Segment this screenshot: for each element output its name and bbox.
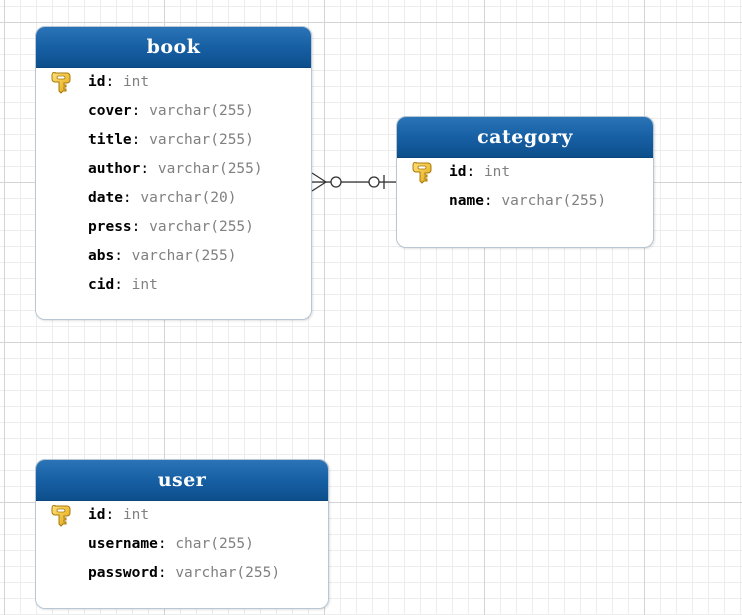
field-separator: :: [157, 536, 176, 552]
field-name: abs: [88, 248, 115, 264]
field-separator: :: [105, 507, 123, 523]
field-name: cover: [88, 103, 132, 119]
field-name: author: [88, 161, 141, 177]
entity-header-category[interactable]: category: [397, 117, 653, 158]
field-separator: :: [140, 161, 158, 177]
field-type: varchar(255): [157, 161, 263, 177]
primary-key-icon: [412, 161, 432, 184]
field-name: date: [88, 190, 123, 206]
field-name: title: [88, 132, 132, 148]
entity-header-user[interactable]: user: [36, 460, 328, 501]
field-type: varchar(255): [175, 565, 281, 581]
field-name: cid: [88, 277, 115, 293]
field-name: press: [88, 219, 132, 235]
book-field-author[interactable]: author: varchar(255): [36, 155, 311, 184]
field-type: int: [122, 74, 150, 90]
primary-key-icon: [51, 71, 71, 94]
field-type: char(255): [175, 536, 254, 552]
field-separator: :: [466, 164, 484, 180]
field-separator: :: [131, 103, 150, 119]
user-field-username[interactable]: username: char(255): [36, 530, 328, 559]
category-field-name[interactable]: name: varchar(255): [397, 187, 653, 216]
entity-header-book[interactable]: book: [36, 27, 311, 68]
field-type: int: [122, 507, 150, 523]
book-field-cover[interactable]: cover: varchar(255): [36, 97, 311, 126]
optional-circle-icon: [368, 176, 380, 188]
field-separator: :: [131, 132, 150, 148]
field-type: varchar(255): [131, 248, 237, 264]
book-field-press[interactable]: press: varchar(255): [36, 213, 311, 242]
field-type: varchar(255): [149, 219, 254, 235]
field-separator: :: [157, 565, 176, 581]
field-separator: :: [122, 190, 141, 206]
book-field-cid[interactable]: cid: int: [36, 271, 311, 300]
field-name: id: [88, 507, 106, 523]
field-type: varchar(20): [140, 190, 237, 206]
book-field-date[interactable]: date: varchar(20): [36, 184, 311, 213]
field-name: username: [88, 536, 158, 552]
field-type: int: [483, 164, 511, 180]
primary-key-icon: [51, 504, 71, 527]
field-type: varchar(255): [501, 193, 607, 209]
field-separator: :: [105, 74, 123, 90]
field-separator: :: [114, 277, 132, 293]
category-field-id[interactable]: id: int: [397, 158, 653, 187]
field-name: password: [88, 565, 158, 581]
field-separator: :: [114, 248, 132, 264]
field-type: varchar(255): [149, 103, 254, 119]
book-field-id[interactable]: id: int: [36, 68, 311, 97]
book-field-abs[interactable]: abs: varchar(255): [36, 242, 311, 271]
book-field-title[interactable]: title: varchar(255): [36, 126, 311, 155]
field-type: int: [131, 277, 158, 293]
relationship-book-category[interactable]: [311, 172, 396, 192]
field-type: varchar(255): [149, 132, 254, 148]
crowfoot-many-icon: [311, 172, 327, 192]
user-field-password[interactable]: password: varchar(255): [36, 559, 328, 588]
field-separator: :: [131, 219, 150, 235]
user-field-id[interactable]: id: int: [36, 501, 328, 530]
field-name: name: [449, 193, 484, 209]
optional-circle-icon: [330, 176, 342, 188]
field-separator: :: [483, 193, 502, 209]
field-name: id: [88, 74, 106, 90]
field-name: id: [449, 164, 467, 180]
